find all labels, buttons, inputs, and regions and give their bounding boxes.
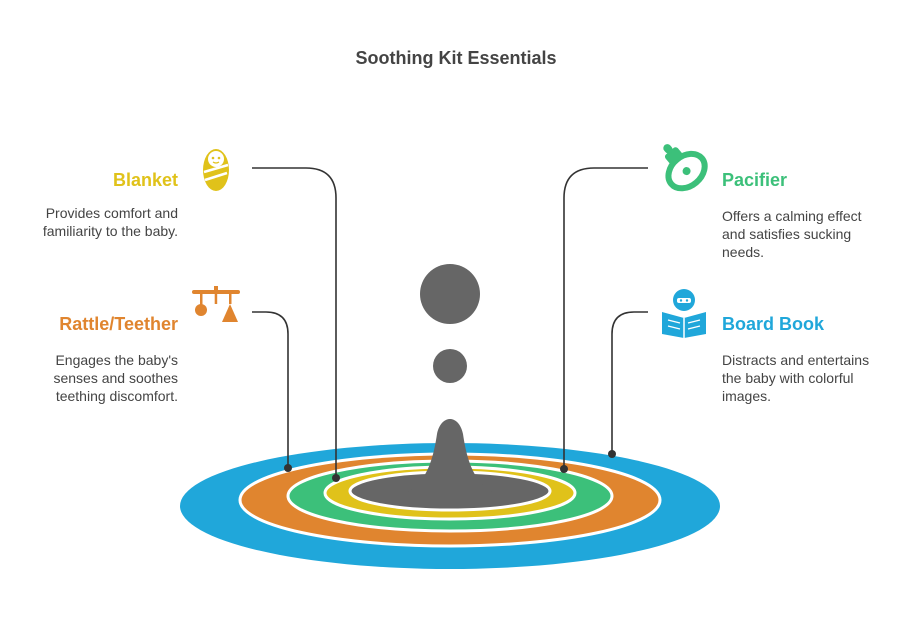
desc-rattle-line: senses and soothes [53,370,178,386]
label-blanket: Blanket [112,170,178,190]
desc-blanket-line: Provides comfort and [45,205,178,221]
desc-pacifier-line: needs. [722,244,765,260]
desc-pacifier-line: and satisfies sucking [722,226,852,242]
connector-board-book [611,311,648,454]
label-rattle-teether: Rattle/Teether [59,314,178,334]
diagram-title: Soothing Kit Essentials [355,48,557,68]
reading-child-icon [662,289,706,338]
drop-small [433,349,467,383]
label-board-book: Board Book [722,314,825,334]
connector-blanket [252,167,337,478]
desc-pacifier: Offers a calming effect and satisfies su… [722,207,862,261]
label-pacifier: Pacifier [722,170,788,190]
desc-rattle-line: teething discomfort. [55,388,178,404]
desc-rattle-line: Engages the baby's [55,352,178,368]
desc-book-line: images. [722,388,772,404]
connector-dot-rattle [284,464,292,472]
connector-pacifier [563,167,648,469]
desc-blanket: Provides comfort and familiarity to the … [43,204,178,240]
splash-peak [387,419,513,502]
connector-dot-pacifier [560,465,568,473]
connector-dot-blanket [332,474,340,482]
swaddled-baby-icon [203,149,229,191]
drop-large [420,264,480,324]
desc-book-line: Distracts and entertains [722,352,870,368]
desc-blanket-line: familiarity to the baby. [42,223,178,239]
baby-mobile-icon [192,286,240,325]
pacifier-icon [663,144,708,192]
desc-book-line: the baby with colorful [722,370,854,386]
desc-board-book: Distracts and entertains the baby with c… [722,351,869,405]
desc-rattle-teether: Engages the baby's senses and soothes te… [53,351,178,405]
desc-pacifier-line: Offers a calming effect [722,208,862,224]
connector-rattle [252,311,289,468]
connector-dot-board-book [608,450,616,458]
